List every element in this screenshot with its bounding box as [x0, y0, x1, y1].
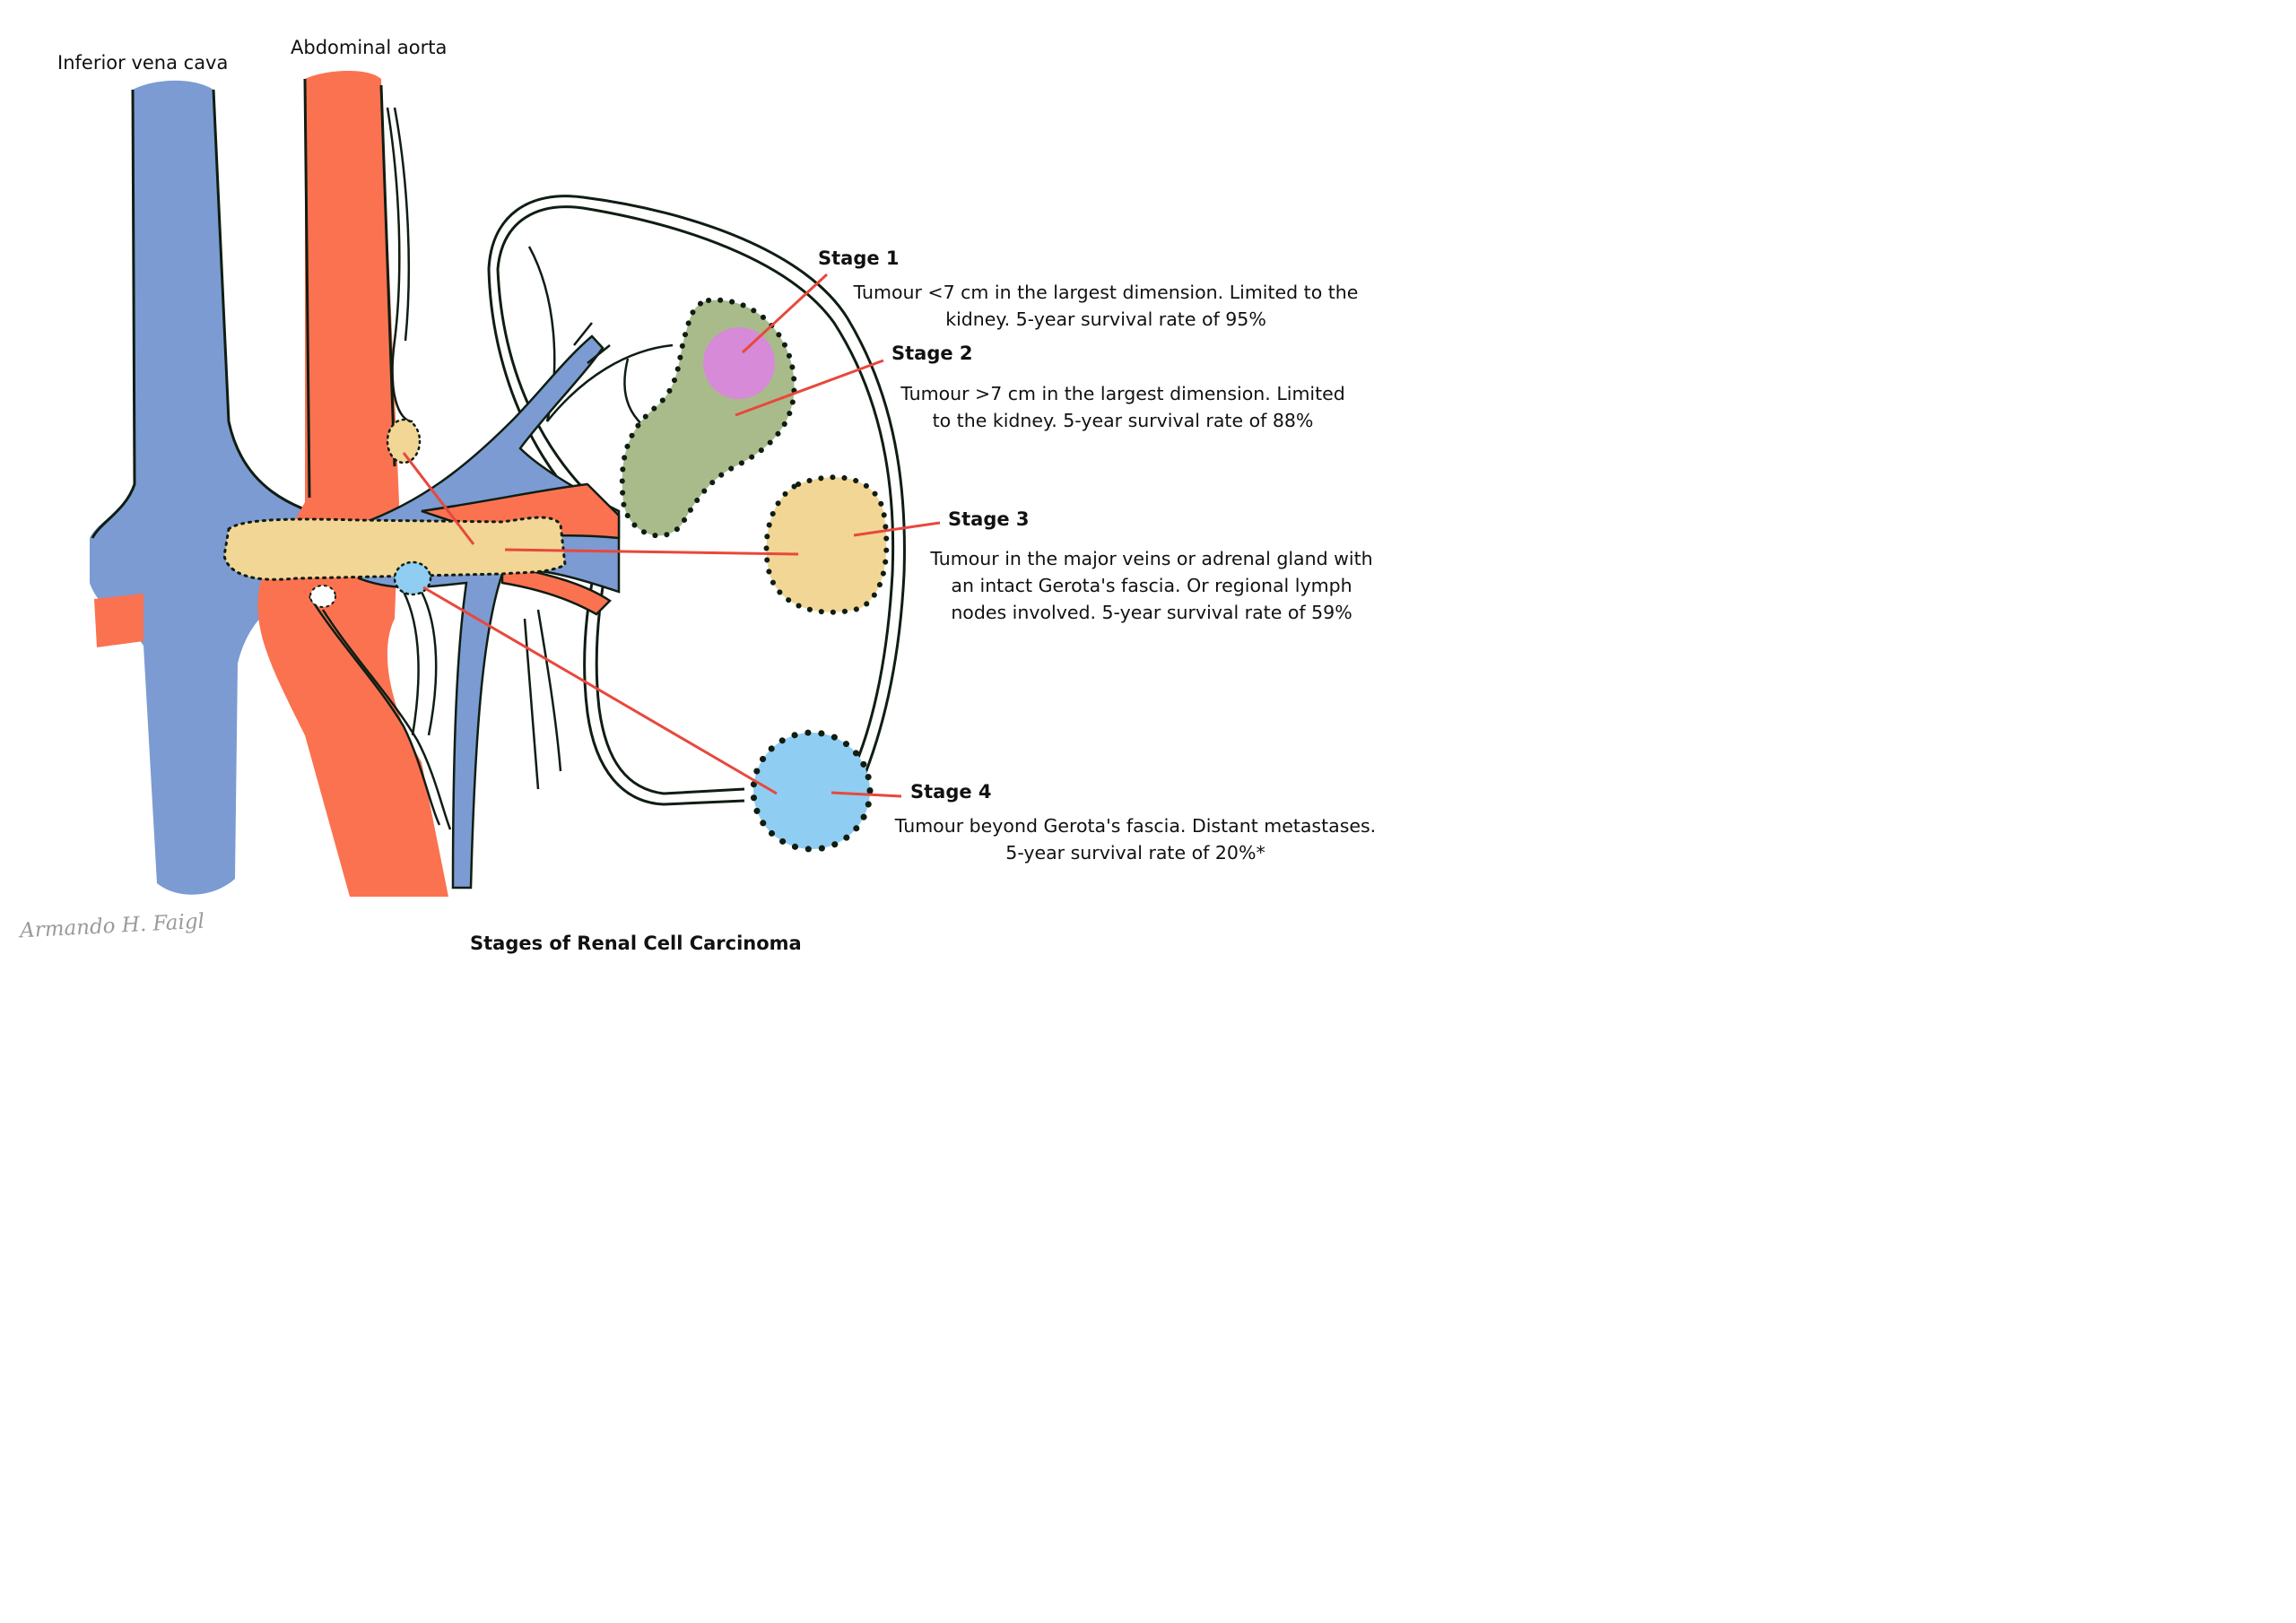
lymph-node-white: [309, 585, 336, 608]
stage3-tumour: [763, 474, 890, 615]
stage1-line-2: kidney. 5-year survival rate of 95%: [945, 308, 1266, 330]
diagram-caption: Stages of Renal Cell Carcinoma: [470, 933, 802, 954]
stage3-description: Tumour in the major veins or adrenal gla…: [915, 545, 1388, 626]
stage1-heading: Stage 1: [818, 247, 900, 269]
ureter-lines: [308, 107, 452, 830]
left-renal-artery: [94, 594, 144, 647]
stage4-heading: Stage 4: [910, 781, 992, 803]
stage3-line-2: an intact Gerota's fascia. Or regional l…: [951, 575, 1352, 596]
stage3-line-3: nodes involved. 5-year survival rate of …: [951, 602, 1352, 623]
renal-vein: [357, 322, 621, 890]
ivc-label: Inferior vena cava: [57, 52, 229, 74]
pointer-stage3-adrenal: [402, 452, 475, 545]
stage2-tumour: [619, 297, 797, 539]
pointer-stage4-node: [422, 586, 778, 795]
stage1-line-1: Tumour <7 cm in the largest dimension. L…: [853, 282, 1359, 303]
kidney-interior-lines: [523, 246, 674, 790]
stage4-line-1: Tumour beyond Gerota's fascia. Distant m…: [894, 815, 1377, 837]
stage2-heading: Stage 2: [891, 343, 973, 364]
stage2-line-1: Tumour >7 cm in the largest dimension. L…: [900, 383, 1345, 404]
stage3-heading: Stage 3: [948, 508, 1030, 530]
pointer-stage4: [831, 791, 902, 798]
stage2-line-2: to the kidney. 5-year survival rate of 8…: [932, 410, 1314, 431]
pointer-stage1: [741, 273, 829, 354]
pointer-stage2: [735, 359, 884, 417]
stage3-line-1: Tumour in the major veins or adrenal gla…: [930, 548, 1373, 569]
venous-tumour-thrombus: [222, 516, 567, 581]
aorta-label: Abdominal aorta: [291, 37, 448, 58]
stage4-tumour: [750, 729, 874, 853]
abdominal-aorta: [257, 70, 448, 897]
pointer-lines: [402, 273, 941, 798]
stage1-description: Tumour <7 cm in the largest dimension. L…: [839, 279, 1373, 333]
adrenal-node: [386, 418, 422, 464]
renal-diagram: [90, 70, 941, 897]
stage1-tumour: [703, 327, 775, 399]
pointer-stage3: [853, 521, 941, 537]
lymph-node-blue: [393, 560, 432, 596]
stage4-description: Tumour beyond Gerota's fascia. Distant m…: [879, 812, 1392, 866]
pointer-stage3-thrombus: [504, 548, 799, 556]
stage2-description: Tumour >7 cm in the largest dimension. L…: [888, 380, 1358, 434]
stage4-line-2: 5-year survival rate of 20%*: [1005, 842, 1265, 864]
